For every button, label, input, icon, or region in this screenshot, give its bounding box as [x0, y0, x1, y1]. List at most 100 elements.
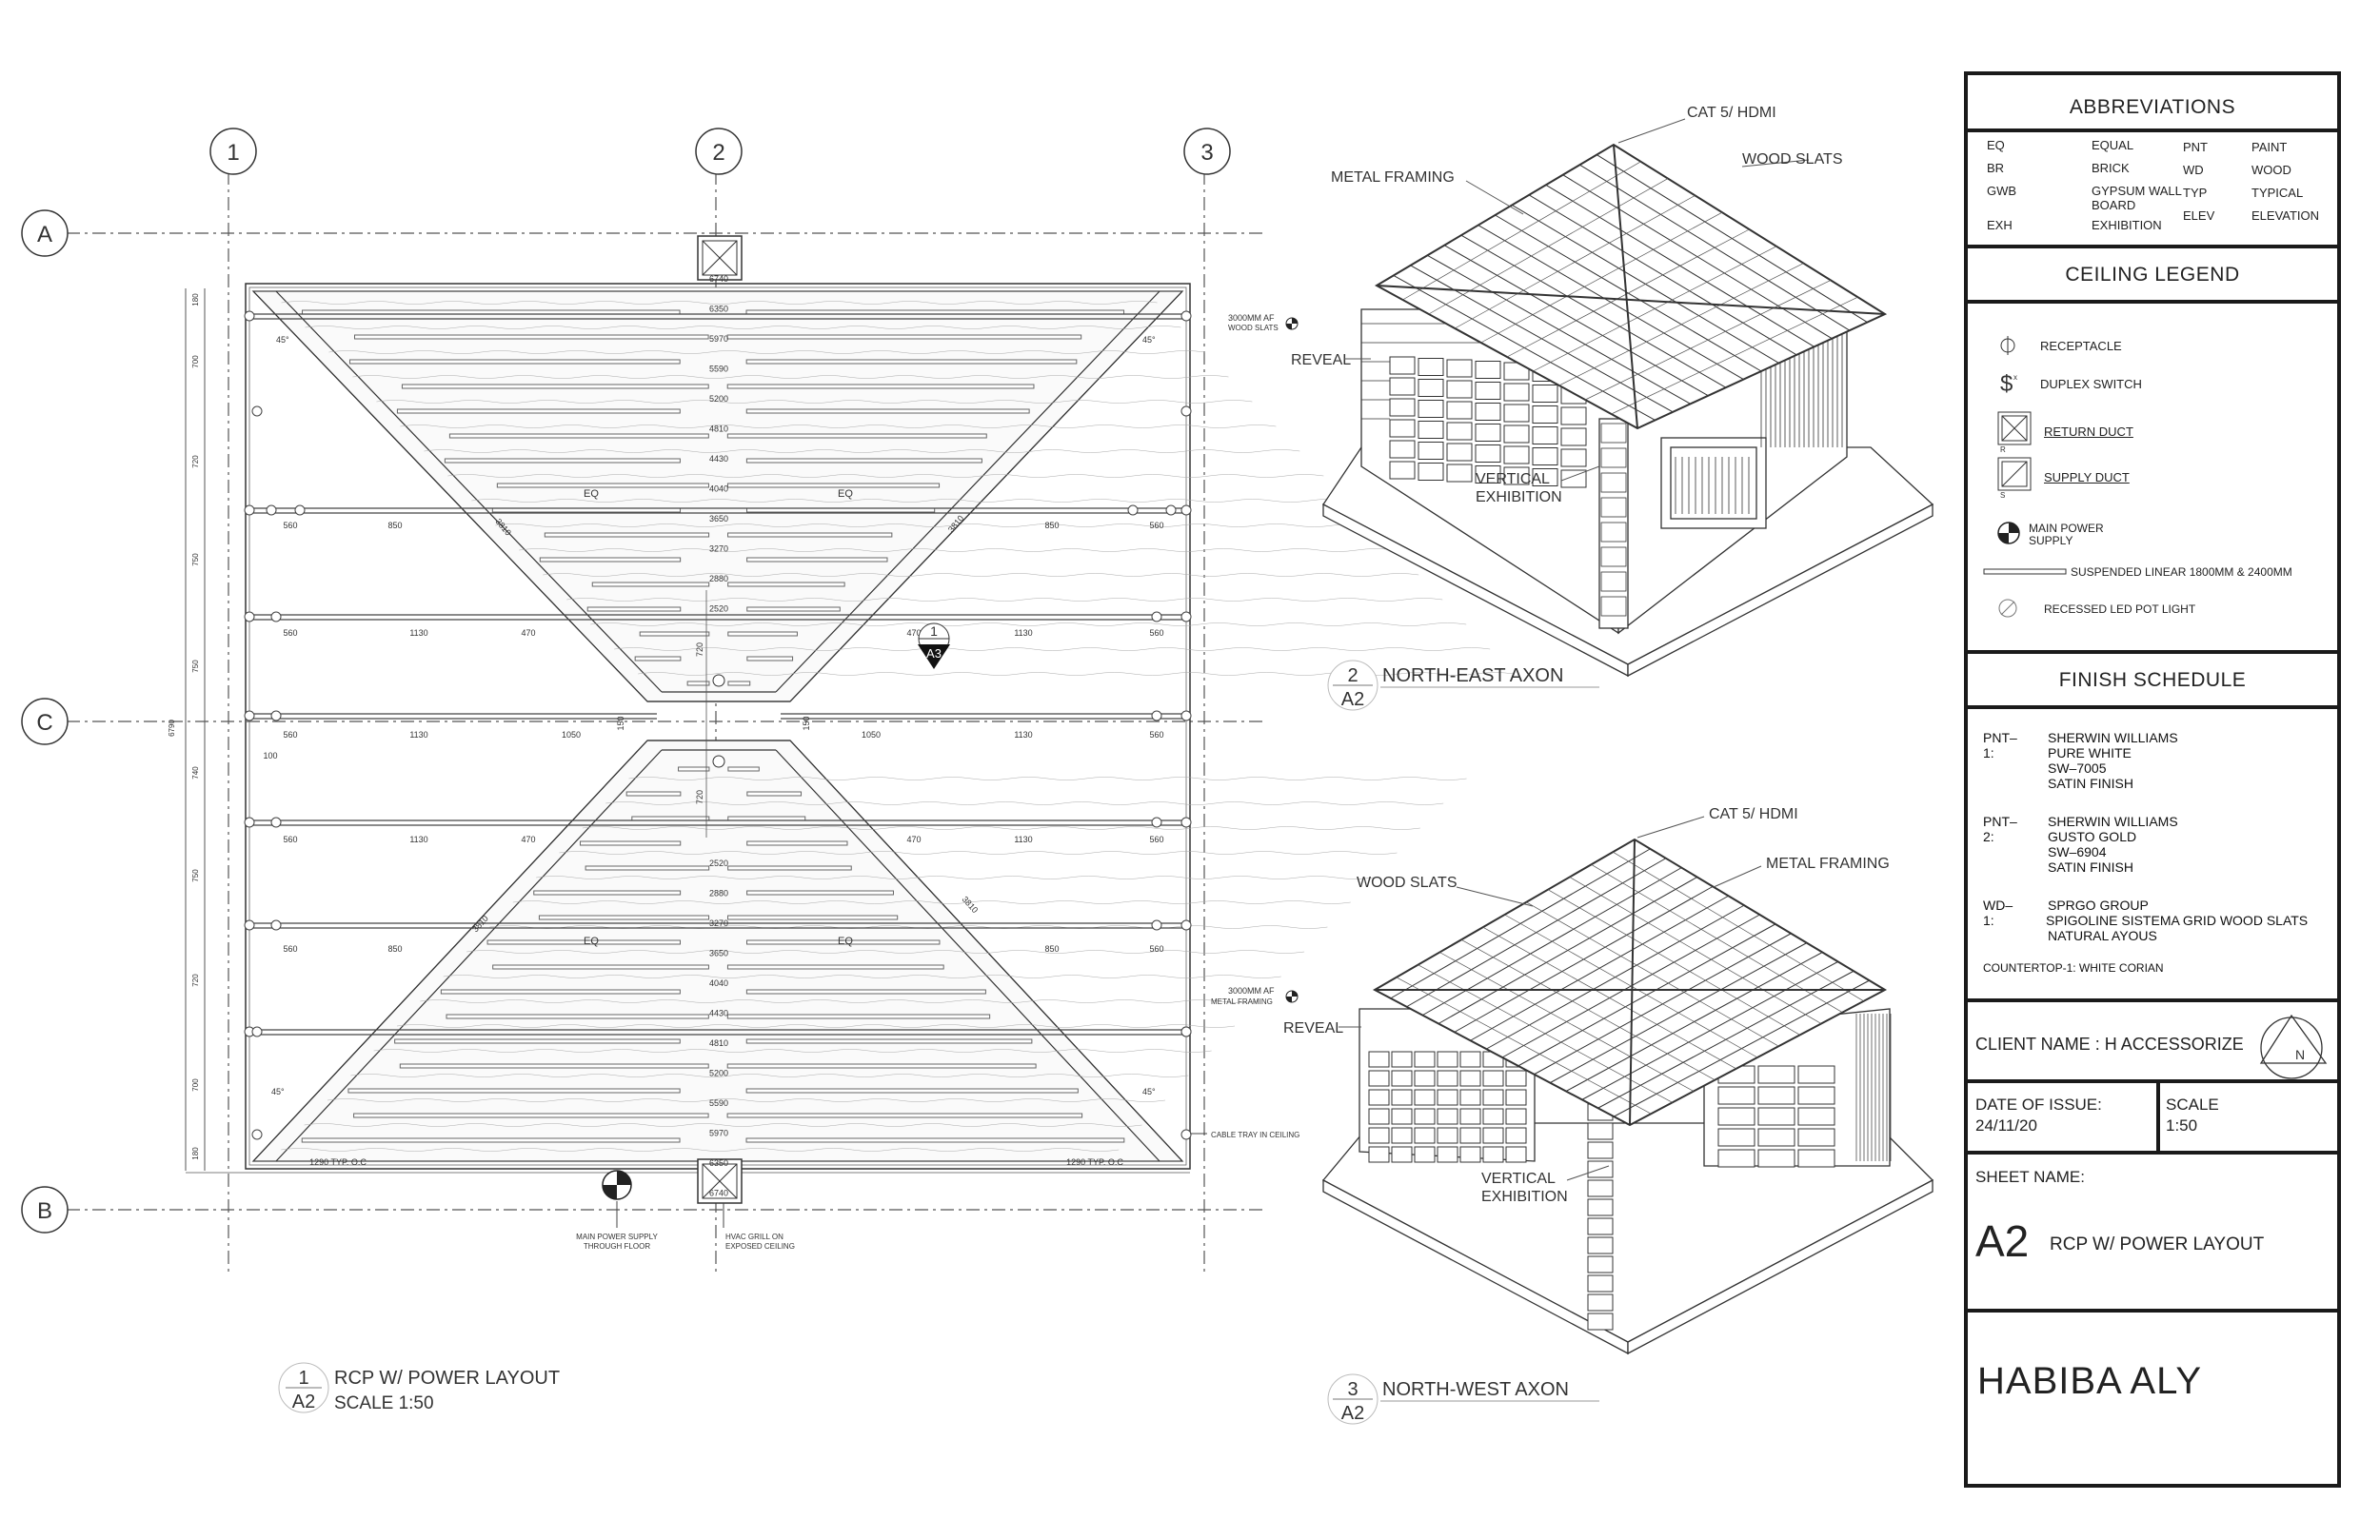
- plan-title: RCP W/ POWER LAYOUT: [334, 1368, 560, 1389]
- receptacle-symbol: [244, 310, 255, 322]
- typ-oc-left: 1290 TYP. O.C: [309, 1157, 367, 1167]
- slat-grain: [281, 1148, 1120, 1152]
- slat-grain: [582, 826, 1420, 830]
- slat-light: [538, 915, 710, 920]
- shelf-cell: [1482, 1070, 1504, 1087]
- finish-line: PURE WHITE: [2048, 745, 2132, 760]
- north-label: N: [2295, 1047, 2305, 1062]
- abbr-text: EQUAL: [2092, 138, 2134, 152]
- receptacle-symbol: [1151, 611, 1162, 622]
- shelf-cell: [1757, 1065, 1795, 1084]
- shelf-cell: [1414, 1051, 1436, 1068]
- shelf-cell: [1391, 1051, 1413, 1068]
- receptacle-symbol: [251, 1026, 263, 1037]
- sheet-label: SHEET NAME:: [1975, 1168, 2085, 1186]
- row-dim-value: 560: [283, 835, 297, 844]
- angle-label-4: 45°: [1142, 1087, 1156, 1096]
- slat-light: [726, 964, 944, 970]
- edge-dim-100: 100: [263, 751, 277, 760]
- receptacle-symbol: [1151, 919, 1162, 931]
- receptacle-symbol: [244, 504, 255, 516]
- slat-grain: [281, 301, 1158, 305]
- return-duct-bottom: [697, 1158, 743, 1204]
- slat-light: [353, 1113, 709, 1118]
- slat-grain: [519, 548, 1396, 552]
- slat-light: [726, 334, 1082, 340]
- shelf-cell: [1446, 464, 1473, 483]
- slat-light: [745, 1137, 1125, 1143]
- shelf-cell: [1475, 403, 1501, 421]
- dim-top-value: 5590: [709, 365, 728, 374]
- dim-left-value: 740: [191, 766, 200, 780]
- shelf-cell: [1418, 358, 1444, 376]
- dim-top-value: 4810: [709, 424, 728, 434]
- slat-light: [686, 681, 710, 686]
- receptacle-symbol: [244, 919, 255, 931]
- dim-bottom-value: 5590: [709, 1098, 728, 1108]
- angle-label-2: 45°: [1142, 335, 1156, 345]
- shelf-cell: [1418, 442, 1444, 460]
- slat-light: [727, 865, 852, 871]
- shelf-cell: [1446, 443, 1473, 462]
- finish-line: SPIGOLINE SISTEMA GRID WOOD SLATS: [2046, 913, 2309, 928]
- slat-grain: [512, 900, 1351, 904]
- legend-label: SUPPLY DUCT: [2044, 469, 2130, 484]
- svg-text:$: $: [2000, 371, 2013, 397]
- slat-grain: [543, 573, 1419, 577]
- angle-label-1: 45°: [276, 335, 289, 345]
- dim-left-value: 180: [191, 293, 200, 306]
- shelf-cell: [1437, 1108, 1458, 1125]
- slat-grain: [400, 424, 1277, 428]
- row-dim-value: 1130: [1014, 730, 1032, 740]
- shelf-cell: [1505, 1089, 1527, 1106]
- overall-dimension: 6790: [168, 720, 176, 737]
- slat-light: [625, 791, 682, 797]
- pier-cell: [1600, 546, 1627, 567]
- slat-light: [745, 939, 941, 945]
- legend-supply-duct: S SUPPLY DUCT: [1996, 456, 2130, 498]
- receptacle-symbol: [1180, 504, 1192, 516]
- shelf-cell: [1797, 1128, 1835, 1147]
- note-metal-line1: 3000MM AF: [1228, 986, 1275, 996]
- row-dim-value: 560: [283, 730, 297, 740]
- slat-grain: [420, 999, 1259, 1003]
- dim-bottom-value: 4040: [709, 978, 728, 988]
- ne-label-wood: WOOD SLATS: [1742, 151, 1843, 168]
- dim-bottom-value: 2880: [709, 889, 728, 898]
- center-dim-small: 150: [802, 716, 811, 730]
- title-block: ABBREVIATIONS EQ EQUAL BR BRICK GWB GYPS…: [1964, 71, 2341, 1488]
- shelf-cell: [1482, 1146, 1504, 1163]
- shelf-cell: [1389, 461, 1416, 480]
- pier-cell: [1587, 1255, 1614, 1273]
- shelf-cell: [1505, 1146, 1527, 1163]
- nw-title-sheet: A2: [1341, 1403, 1364, 1424]
- shelf-cell: [1418, 400, 1444, 418]
- scale-label: SCALE: [2166, 1096, 2219, 1114]
- ne-label-exhibition: EXHIBITION: [1476, 489, 1562, 505]
- finish-line: SPRGO GROUP: [2048, 898, 2149, 913]
- duplex-switch-icon: $x: [2000, 371, 2017, 397]
- dim-left-value: 720: [191, 455, 200, 468]
- receptacle-symbol: [244, 710, 255, 721]
- grid-col-2: 2: [712, 140, 724, 166]
- dim-bottom-value: 5970: [709, 1129, 728, 1138]
- slat-light: [539, 557, 682, 563]
- slat-light: [745, 1038, 1033, 1044]
- dim-top-value: 3650: [709, 514, 728, 523]
- slat-light: [591, 582, 710, 587]
- slat-grain: [495, 523, 1372, 527]
- slat-light: [745, 458, 982, 464]
- row-dim-value: 470: [521, 628, 535, 638]
- shelf-cell: [1532, 405, 1558, 424]
- slat-light: [496, 483, 709, 488]
- shelf-cell: [1414, 1070, 1436, 1087]
- slat-light: [579, 840, 682, 846]
- receptacle-symbol: [270, 919, 282, 931]
- slat-grain: [590, 622, 1467, 626]
- slat-grain: [566, 598, 1443, 602]
- note-hvac-line2: EXPOSED CEILING: [725, 1242, 795, 1251]
- slat-light: [444, 458, 681, 464]
- slat-light: [726, 483, 941, 488]
- slat-light: [746, 656, 794, 661]
- abbr-text: EXHIBITION: [2092, 218, 2162, 232]
